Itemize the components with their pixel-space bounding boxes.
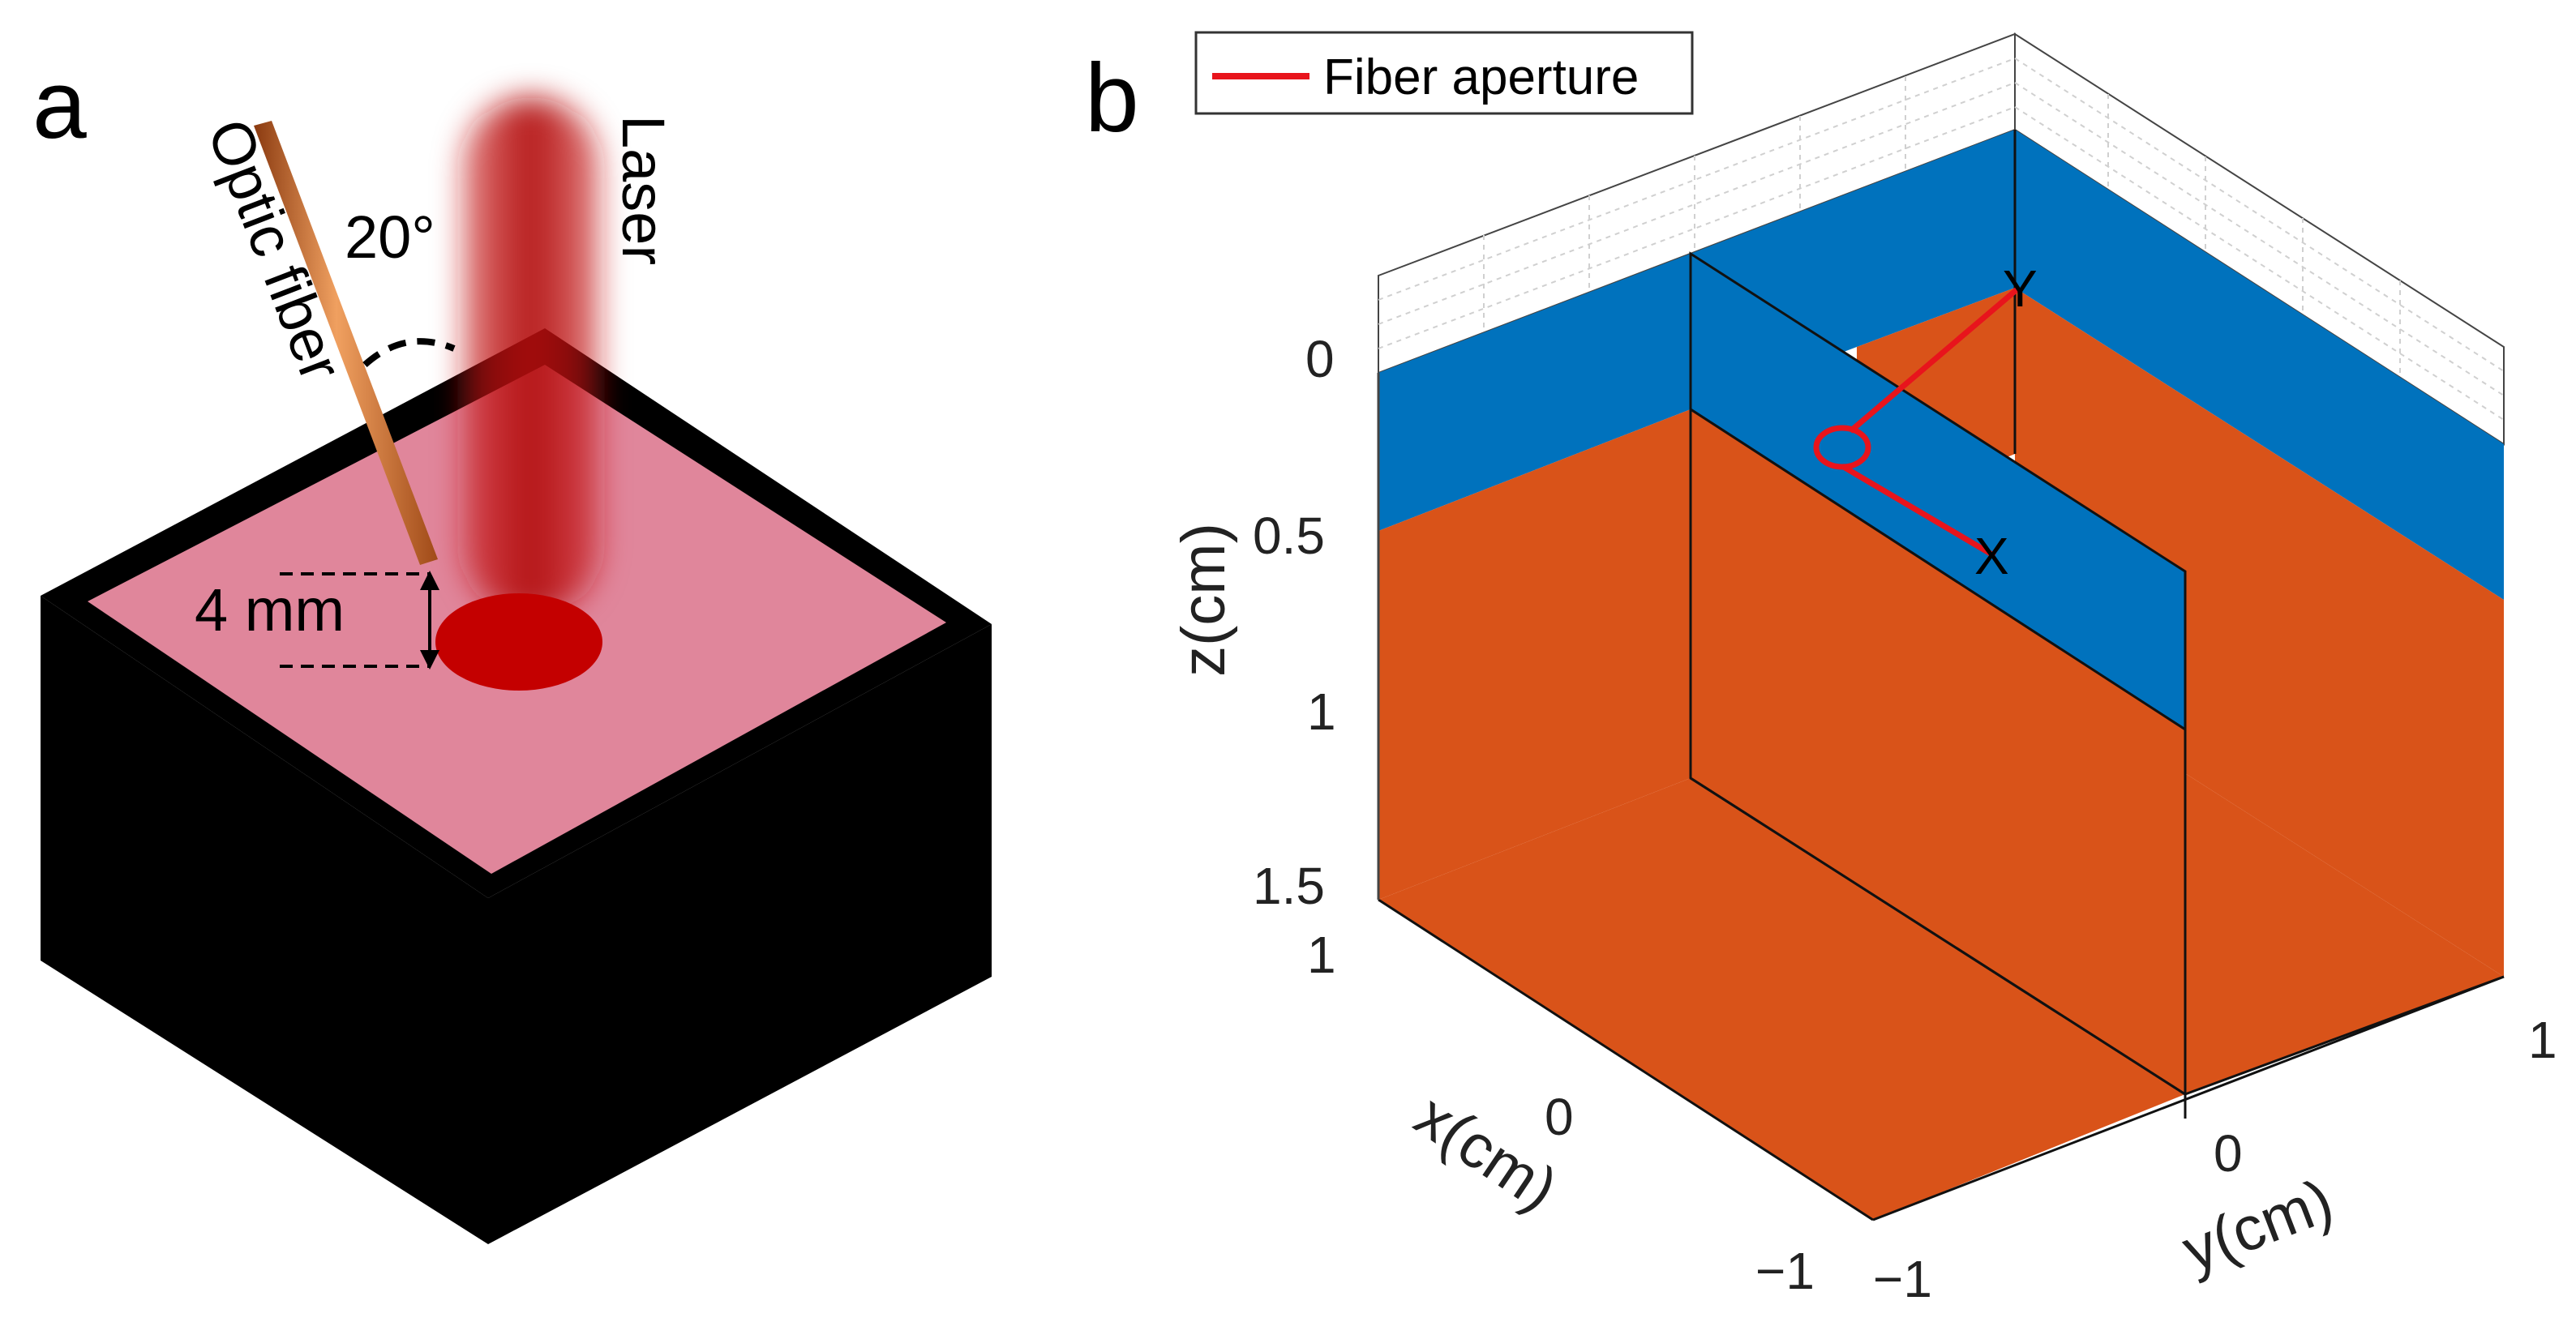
legend-entry: Fiber aperture [1323, 49, 1639, 105]
panel-b: b [1085, 31, 2557, 1308]
layer-slab-right [2015, 130, 2504, 977]
z-axis-title: z(cm) [1169, 523, 1238, 677]
panel-a-label: a [32, 50, 87, 159]
layer-slab-left [1378, 254, 1691, 900]
z-tick-2: 1 [1307, 682, 1336, 741]
floor [1378, 778, 2185, 1220]
optic-fiber-body [254, 121, 438, 565]
angle-label: 20° [345, 203, 435, 271]
fiber-aperture [1813, 285, 2021, 559]
z-tick-3: 1.5 [1253, 857, 1325, 915]
angle-arc [362, 338, 456, 367]
y-axis-title: y(cm) [2174, 1166, 2342, 1285]
z-tick-1: 0.5 [1253, 507, 1325, 565]
aperture-x-axis [1841, 463, 1996, 559]
distance-label: 4 mm [195, 576, 345, 644]
optic-fiber [254, 121, 438, 565]
laser-spot [435, 593, 602, 691]
y-tick-2: 1 [2528, 1011, 2557, 1069]
block-right-face [488, 624, 992, 1244]
z-axis: 0 0.5 1 1.5 z(cm) [1169, 330, 1380, 915]
y-tick-0: −1 [1873, 1250, 1932, 1308]
laser-beam-body [462, 97, 600, 616]
x-tick-0: 1 [1307, 926, 1336, 984]
frame-label-y: Y [2003, 259, 2038, 318]
legend: Fiber aperture [1194, 31, 1694, 115]
z-tick-0: 0 [1305, 330, 1335, 388]
panel-a: a 20° 4 mm Optic fiber Laser [32, 50, 992, 1244]
x-tick-1: 0 [1545, 1088, 1574, 1146]
block-left-face [41, 596, 488, 1244]
right-slab-orange [2015, 288, 2504, 977]
distance-marker [280, 571, 439, 670]
aperture-y-axis [1848, 285, 2021, 434]
laser-beam [435, 97, 602, 691]
frame-label-x: X [1974, 527, 2009, 585]
left-slab-orange [1378, 409, 1691, 900]
panel-b-label: b [1085, 44, 1139, 152]
laser-label: Laser [610, 115, 677, 265]
back-wall-grid [1378, 58, 2505, 421]
right-slab-blue [2015, 130, 2504, 600]
x-tick-2: −1 [1755, 1242, 1815, 1300]
left-slab-blue [1378, 254, 1691, 531]
y-tick-1: 0 [2214, 1124, 2243, 1183]
